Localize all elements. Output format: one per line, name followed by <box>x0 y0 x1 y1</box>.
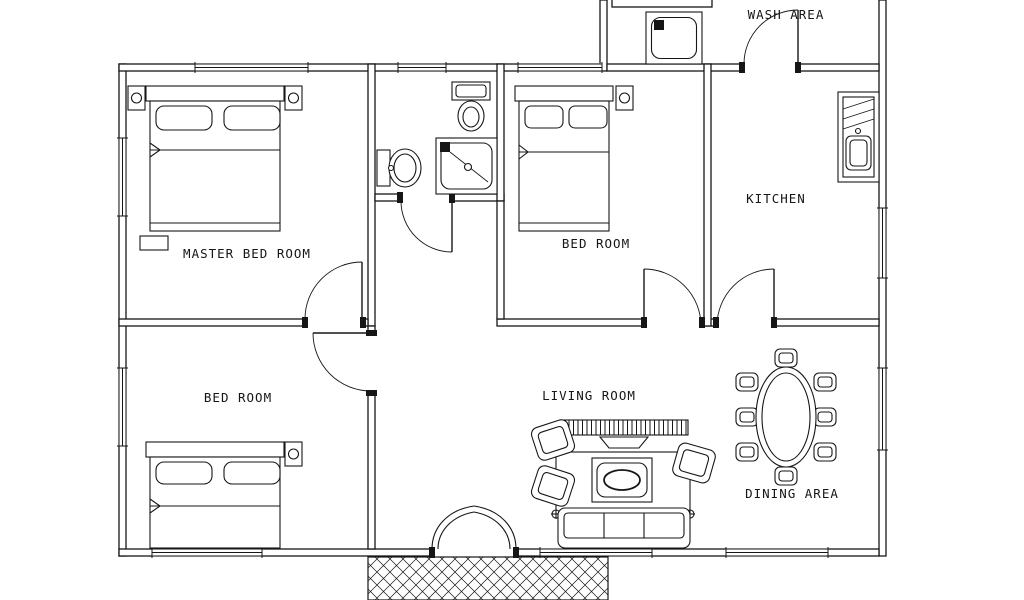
window-master-left <box>117 137 128 217</box>
window-bedroom2-bottom <box>151 547 263 558</box>
room-labels: WASH AREA KITCHEN MASTER BED ROOM BED RO… <box>183 7 839 501</box>
room-label-bedroom-top: BED ROOM <box>562 236 630 251</box>
room-label-kitchen: KITCHEN <box>746 191 806 206</box>
room-label-living-room: LIVING ROOM <box>542 388 636 403</box>
dining-chair <box>813 372 837 392</box>
room-label-wash-area: WASH AREA <box>748 7 825 22</box>
armchair-left-1 <box>530 419 576 461</box>
doors <box>304 9 799 550</box>
master-bed <box>127 85 303 251</box>
dining-chair <box>774 466 798 486</box>
tv-icon <box>598 436 650 449</box>
wash-area-shower <box>645 11 703 65</box>
room-label-dining-area: DINING AREA <box>745 486 839 501</box>
dining-chair <box>735 442 759 462</box>
door-bedroom-top <box>643 268 702 327</box>
window-master-top <box>194 62 309 73</box>
door-bathroom <box>400 200 453 253</box>
windows <box>117 62 888 558</box>
shower <box>435 137 498 195</box>
bed-top-bedroom <box>514 85 634 232</box>
dining-chair <box>813 442 837 462</box>
window-kitchen-right <box>877 207 888 279</box>
bed-bottom-bedroom <box>145 441 303 549</box>
living-room-set <box>530 419 716 549</box>
room-label-master-bedroom: MASTER BED ROOM <box>183 246 311 261</box>
entry-porch <box>367 556 609 600</box>
interior-walls <box>118 63 880 550</box>
dining-set <box>735 348 837 486</box>
door-master-bedroom <box>304 261 363 320</box>
dining-chair <box>774 348 798 368</box>
toilet <box>451 81 491 132</box>
window-bedroom2-left <box>117 367 128 447</box>
wash-basin <box>376 148 422 188</box>
door-bedroom-bottom <box>312 332 372 392</box>
coffee-table <box>591 457 653 503</box>
dining-chair <box>735 372 759 392</box>
window-living-bottom <box>539 547 653 558</box>
sofa-three-seater <box>557 507 691 549</box>
dining-chair <box>813 407 837 427</box>
entrance-double-door <box>431 505 517 550</box>
window-dining-right <box>877 367 888 451</box>
dining-table <box>755 366 817 468</box>
window-bedroom-top <box>517 62 603 73</box>
room-label-bedroom-bottom: BED ROOM <box>204 390 272 405</box>
armchair-left-2 <box>530 465 576 507</box>
door-wash-area <box>743 9 799 65</box>
window-bath-top <box>397 62 447 73</box>
window-dining-bottom <box>725 547 829 558</box>
kitchen-sink-counter <box>837 91 880 183</box>
door-kitchen <box>716 268 775 327</box>
armchair-right <box>672 442 716 484</box>
dining-chair <box>735 407 759 427</box>
